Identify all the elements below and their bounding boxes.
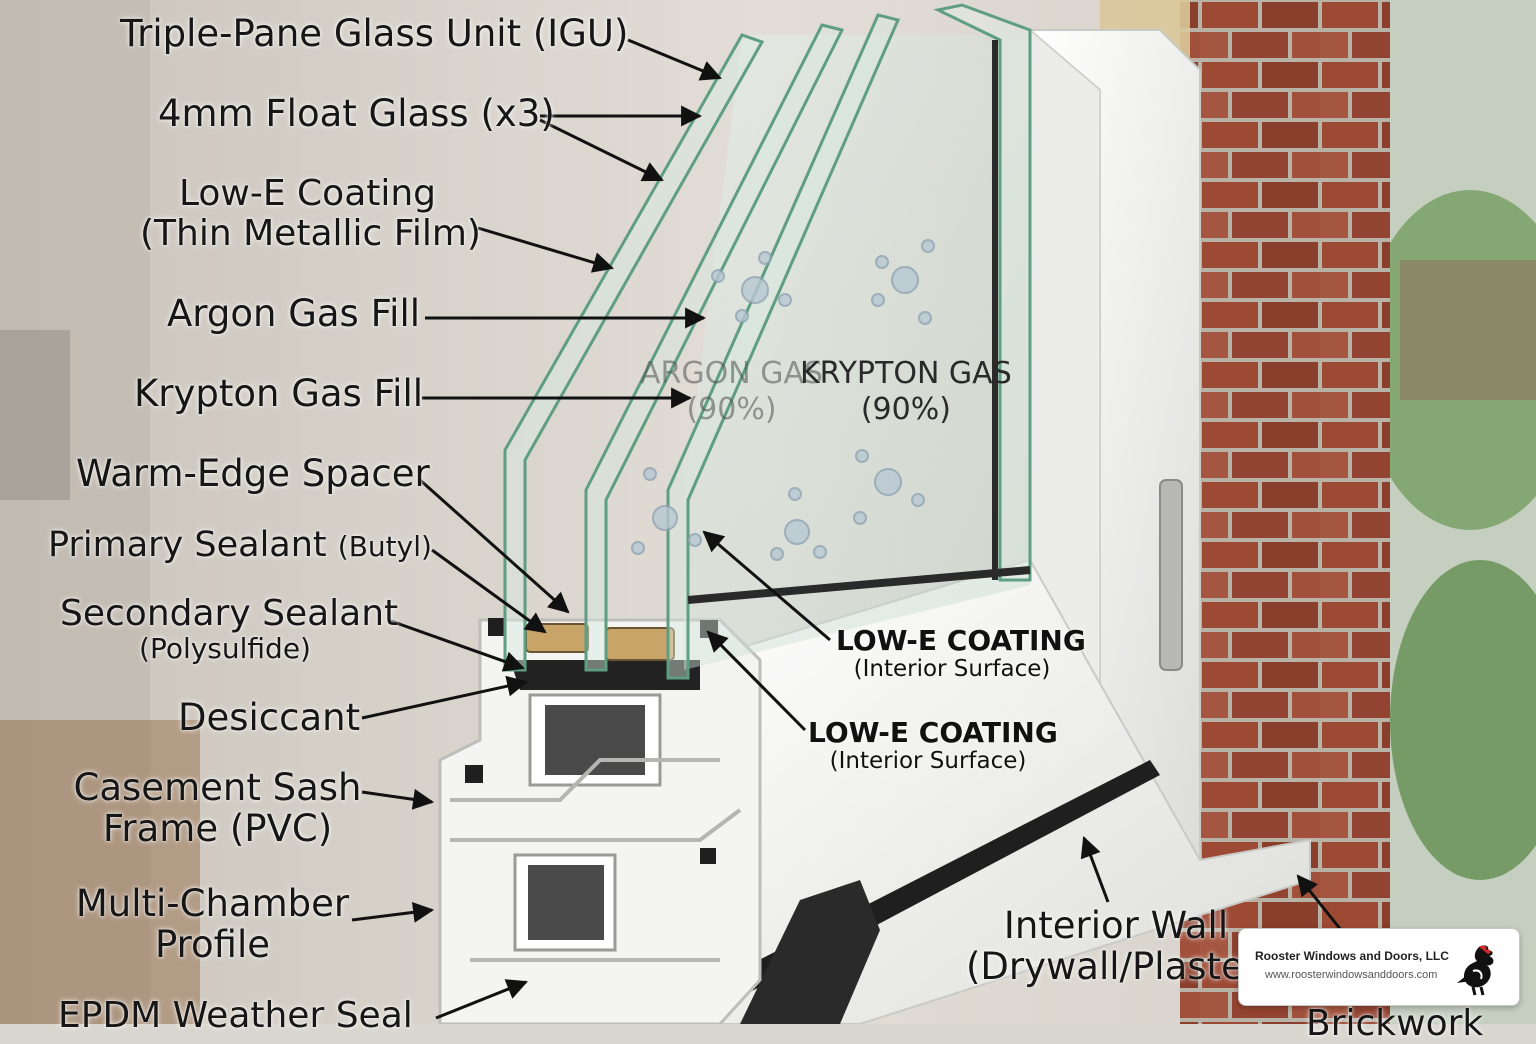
label-secondary-sealant: Secondary Sealant (Polysulfide) [60, 594, 390, 664]
label-interior-line1: Interior Wall [966, 906, 1266, 947]
label-desiccant: Desiccant [178, 698, 360, 739]
label-sash-line2: Frame (PVC) [70, 809, 365, 850]
label-krypton-gas-fill: Krypton Gas Fill [134, 374, 423, 415]
coating-callout-2: LOW-E COATING (Interior Surface) [808, 718, 1048, 774]
rooster-logo-icon [1453, 941, 1509, 997]
gas-krypton-pct: (90%) [800, 392, 1012, 428]
label-multi-chamber: Multi-Chamber Profile [70, 884, 355, 965]
coating-2-sub: (Interior Surface) [808, 749, 1048, 774]
label-epdm-seal: EPDM Weather Seal [58, 996, 413, 1036]
label-low-e-line1: Low-E Coating [140, 174, 475, 214]
label-interior-line2: (Drywall/Plaster) [966, 947, 1266, 988]
label-primary-sealant: Primary Sealant (Butyl) [48, 526, 432, 565]
label-casement-sash: Casement Sash Frame (PVC) [70, 768, 365, 849]
coating-callout-1: LOW-E COATING (Interior Surface) [836, 626, 1068, 682]
label-profile-line2: Profile [70, 925, 355, 966]
desiccant-spacer-2 [606, 628, 674, 660]
pvc-profile-cross-section [440, 618, 760, 1024]
gas-label-krypton: KRYPTON GAS (90%) [800, 356, 1012, 428]
label-argon-gas-fill: Argon Gas Fill [167, 294, 420, 335]
label-float-glass: 4mm Float Glass (x3) [158, 94, 555, 135]
desiccant-spacer-1 [526, 624, 588, 652]
label-igu: Triple-Pane Glass Unit (IGU) [120, 14, 628, 55]
label-interior-wall: Interior Wall (Drywall/Plaster) [966, 906, 1266, 987]
coating-2-title: LOW-E COATING [808, 718, 1048, 749]
label-secondary-sub: (Polysulfide) [60, 634, 390, 665]
coating-1-sub: (Interior Surface) [836, 657, 1068, 682]
label-low-e-line2: (Thin Metallic Film) [140, 214, 475, 254]
label-secondary-main: Secondary Sealant [60, 594, 390, 634]
label-primary-sub: (Butyl) [338, 530, 432, 563]
brand-url[interactable]: www.roosterwindowsanddoors.com [1265, 969, 1437, 981]
brand-name: Rooster Windows and Doors, LLC [1255, 949, 1449, 963]
coating-1-title: LOW-E COATING [836, 626, 1068, 657]
gas-label-argon: ARGON GAS (90%) [640, 356, 823, 428]
hinge [1160, 480, 1182, 670]
label-warm-edge-spacer: Warm-Edge Spacer [76, 454, 430, 495]
label-sash-line1: Casement Sash [70, 768, 365, 809]
wall-art [0, 330, 70, 500]
label-profile-line1: Multi-Chamber [70, 884, 355, 925]
gas-krypton-name: KRYPTON GAS [800, 356, 1012, 392]
label-primary-main: Primary Sealant [48, 525, 338, 565]
gas-argon-name: ARGON GAS [640, 356, 823, 392]
label-low-e-coating: Low-E Coating (Thin Metallic Film) [140, 174, 475, 253]
gas-argon-pct: (90%) [640, 392, 823, 428]
brand-badge[interactable]: Rooster Windows and Doors, LLC www.roost… [1238, 928, 1520, 1006]
